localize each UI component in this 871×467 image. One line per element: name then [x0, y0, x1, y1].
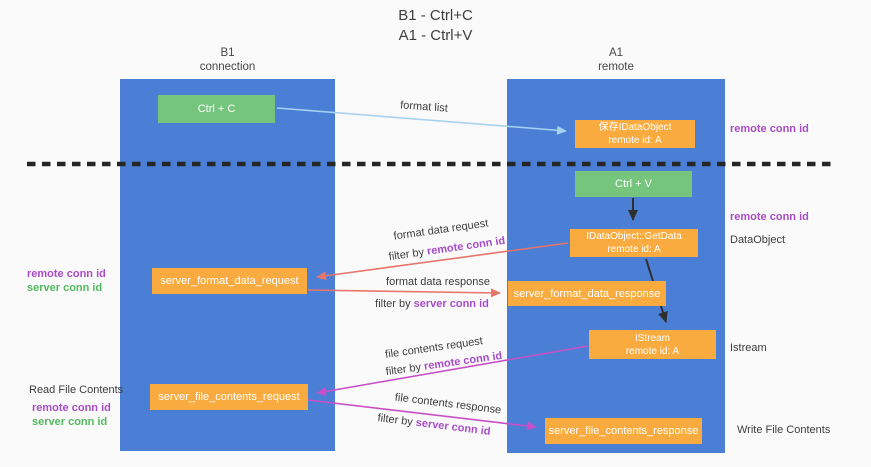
filter-by-text: filter by [385, 360, 425, 379]
server-file-contents-response-box: server_file_contents_response [545, 418, 702, 444]
filter-by-text: filter by [375, 298, 414, 310]
server-file-contents-request-label: server_file_contents_request [158, 391, 300, 403]
server-format-data-response-box: server_format_data_response [508, 281, 666, 306]
istream-line2: remote id: A [625, 345, 680, 357]
remote-conn-id-annotation-top: remote conn id [730, 123, 809, 135]
ctrl-v-label: Ctrl + V [615, 178, 652, 190]
filter-by-text: filter by [388, 245, 428, 264]
diagram-title: B1 - Ctrl+C A1 - Ctrl+V [0, 6, 871, 46]
save-idataobject-box: 保存IDataObject remote id: A [575, 120, 695, 148]
format-list-label: format list [399, 99, 449, 115]
getdata-line1: IDataObject::GetData [586, 231, 682, 242]
left-remote-conn-id-1: remote conn id [27, 268, 106, 280]
server-file-contents-response-label: server_file_contents_response [548, 425, 699, 437]
save-idataobject-line1: 保存IDataObject [598, 122, 672, 133]
lane-header-b1: B1 connection [120, 46, 335, 74]
istream-annotation: Istream [730, 342, 767, 354]
format-response-filter-label: filter by server conn id [375, 298, 489, 310]
file-response-filter-label: filter by server conn id [377, 412, 491, 438]
istream-box: IStream remote id: A [589, 330, 716, 359]
server-conn-id-key: server conn id [415, 416, 492, 438]
left-remote-conn-id-2: remote conn id [32, 402, 111, 414]
title-line-1: B1 - Ctrl+C [398, 7, 473, 24]
lane-b1-title: B1 [220, 47, 235, 59]
getdata-line2: remote id: A [607, 244, 661, 255]
filter-by-text: filter by [376, 412, 417, 429]
format-data-response-label: format data response [386, 276, 490, 288]
server-format-data-request-box: server_format_data_request [152, 268, 307, 294]
server-file-contents-request-box: server_file_contents_request [150, 384, 308, 410]
idataobject-getdata-box: IDataObject::GetData remote id: A [570, 229, 698, 257]
save-idataobject-line2: remote id: A [608, 135, 662, 146]
server-format-data-response-label: server_format_data_response [513, 287, 661, 300]
ctrl-c-box: Ctrl + C [158, 95, 275, 123]
lane-a1-title: A1 [608, 47, 624, 59]
server-format-data-request-label: server_format_data_request [160, 275, 299, 287]
left-server-conn-id-1: server conn id [27, 282, 103, 294]
file-contents-response-label: file contents response [394, 391, 502, 417]
lane-header-a1: A1 remote [507, 46, 725, 74]
ctrl-c-label: Ctrl + C [197, 103, 236, 115]
write-file-contents-annotation: Write File Contents [737, 424, 831, 436]
dataobject-annotation: DataObject [730, 234, 786, 246]
ctrl-v-box: Ctrl + V [575, 171, 692, 197]
read-file-contents-annotation: Read File Contents [29, 384, 124, 396]
lane-b1-subtitle: connection [199, 61, 256, 73]
istream-line1: IStream [634, 332, 670, 344]
left-server-conn-id-2: server conn id [32, 416, 108, 428]
remote-conn-id-key: remote conn id [426, 234, 506, 258]
arrow-format-request-to-response [307, 288, 501, 298]
lane-a1-subtitle: remote [598, 61, 634, 73]
server-conn-id-key: server conn id [413, 298, 489, 310]
remote-conn-id-annotation-mid: remote conn id [730, 211, 809, 223]
title-line-2: A1 - Ctrl+V [398, 27, 473, 44]
